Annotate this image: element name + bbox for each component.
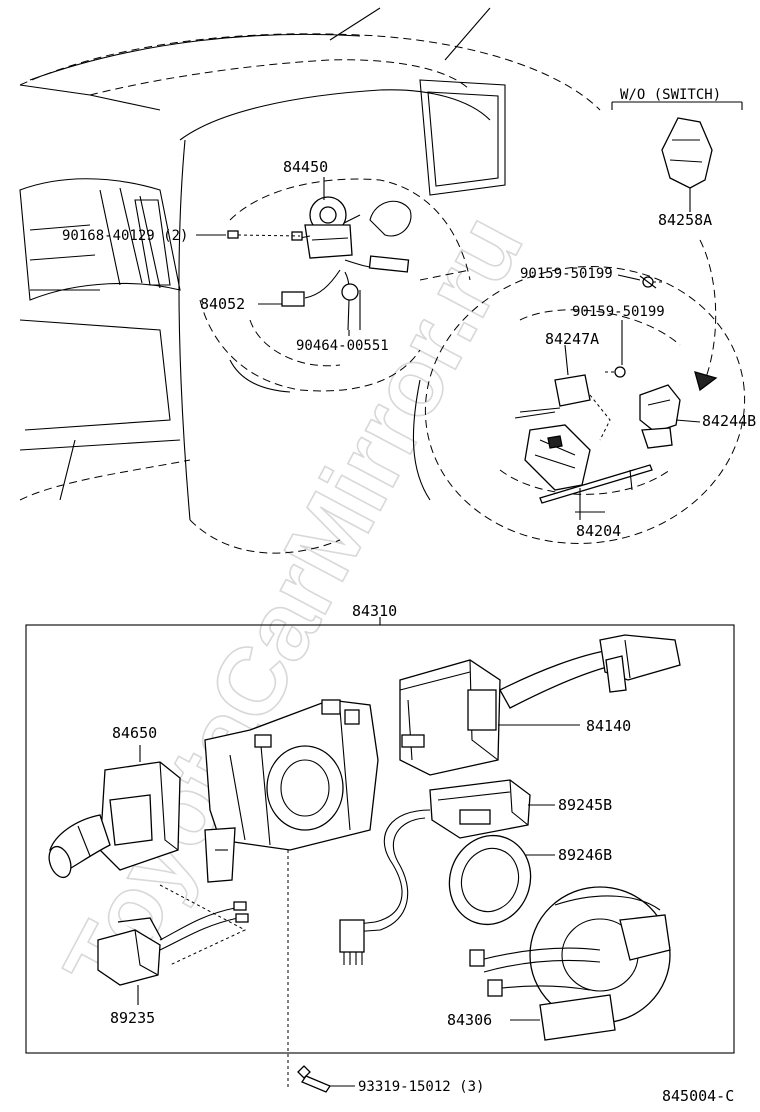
label-84650: 84650 [112, 724, 157, 742]
label-84450: 84450 [283, 158, 328, 176]
label-90159-50199-lower: 90159-50199 [572, 304, 665, 320]
label-93319-15012: 93319-15012 (3) [358, 1079, 484, 1095]
label-84306: 84306 [447, 1011, 492, 1029]
label-84140: 84140 [586, 717, 631, 735]
part-labels: 84450 90168-40129 (2) 84052 90464-00551 … [62, 87, 756, 1105]
label-84258A: 84258A [658, 211, 712, 229]
label-89235: 89235 [110, 1009, 155, 1027]
screw-93319 [297, 1065, 355, 1093]
label-90464-00551: 90464-00551 [296, 338, 389, 354]
label-90168-40129: 90168-40129 (2) [62, 228, 188, 244]
label-90159-50199-top: 90159-50199 [520, 266, 613, 282]
label-wo-switch: W/O (SWITCH) [620, 87, 721, 103]
label-84310: 84310 [352, 602, 397, 620]
dashboard-outline [19, 7, 601, 554]
label-84247A: 84247A [545, 330, 599, 348]
combination-switch-assembly [25, 617, 735, 1090]
steering-wheel-detail [424, 101, 746, 544]
label-84052: 84052 [200, 295, 245, 313]
label-84204: 84204 [576, 522, 621, 540]
label-84244B: 84244B [702, 412, 756, 430]
ignition-switch-assembly [281, 196, 410, 331]
label-89246B: 89246B [558, 846, 612, 864]
diagram-reference-code: 845004-C [662, 1087, 734, 1105]
label-89245B: 89245B [558, 796, 612, 814]
leaders-top-left [196, 177, 350, 336]
screw-90168 [227, 230, 301, 239]
